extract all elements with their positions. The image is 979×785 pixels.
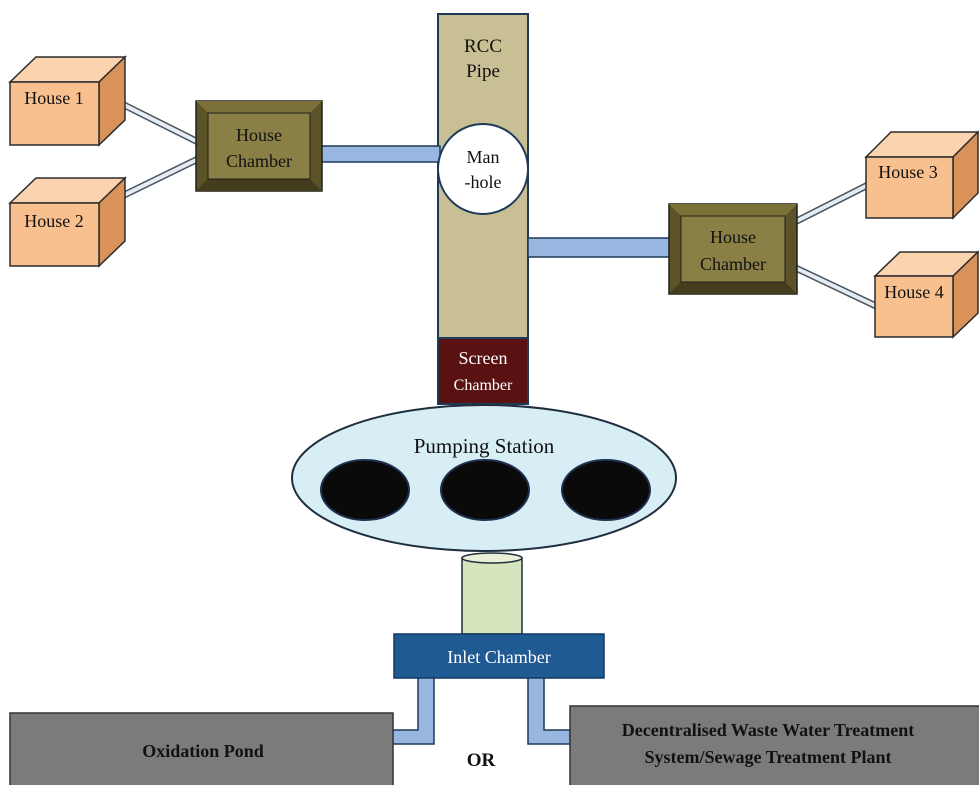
house-1-label: House 1 xyxy=(24,88,84,108)
right-chamber-label-line1: House xyxy=(710,227,756,247)
right-house-chamber: House Chamber xyxy=(668,203,798,295)
house-4: House 4 xyxy=(873,250,979,339)
house-3-label: House 3 xyxy=(878,162,938,182)
inlet-chamber xyxy=(393,633,605,679)
rcc-pipe-label-line2: Pipe xyxy=(466,61,500,82)
house-4-label: House 4 xyxy=(884,282,944,302)
rcc-pipe-label-line1: RCC xyxy=(464,36,502,57)
house-2-label: House 2 xyxy=(24,211,84,231)
pumping-station: Pumping Station xyxy=(291,404,677,552)
house-4-service-line-fill xyxy=(781,260,878,308)
right-outlet-pipe xyxy=(527,675,571,745)
treatment-plant-label-line1: Decentralised Waste Water Treatment xyxy=(622,720,914,740)
left-chamber-label-line1: House xyxy=(236,125,282,145)
house-2: House 2 xyxy=(8,176,127,268)
oxidation-pond-label: Oxidation Pond xyxy=(142,741,264,761)
or-label: OR xyxy=(467,750,496,771)
treatment-plant xyxy=(569,705,979,785)
manhole-label-line2: -hole xyxy=(465,172,502,192)
pumping-station-label: Pumping Station xyxy=(414,434,555,458)
manhole-label-line1: Man xyxy=(467,147,500,167)
treatment-plant-label-line2: System/Sewage Treatment Plant xyxy=(645,747,892,767)
screen-chamber-label-line2: Chamber xyxy=(454,377,513,394)
right-connector-pipe xyxy=(527,237,672,258)
pump-3 xyxy=(561,459,651,521)
manhole xyxy=(437,123,529,215)
left-outlet-pipe xyxy=(391,675,435,745)
right-chamber-label-line2: Chamber xyxy=(700,254,766,274)
left-connector-pipe xyxy=(307,145,441,163)
inlet-chamber-label: Inlet Chamber xyxy=(447,647,550,667)
house-1-service-line-fill xyxy=(112,98,202,145)
house-2-service-line-fill xyxy=(112,156,202,202)
pump-2 xyxy=(440,459,530,521)
left-chamber-label-line2: Chamber xyxy=(226,151,292,171)
pump-1 xyxy=(320,459,410,521)
oxidation-pond xyxy=(9,712,394,785)
house-3: House 3 xyxy=(864,130,979,220)
rising-main-pipe xyxy=(461,552,523,635)
left-house-chamber: House Chamber xyxy=(195,100,323,192)
screen-chamber-label-line1: Screen xyxy=(459,348,508,368)
house-1: House 1 xyxy=(8,55,127,147)
screen-chamber xyxy=(437,337,529,405)
